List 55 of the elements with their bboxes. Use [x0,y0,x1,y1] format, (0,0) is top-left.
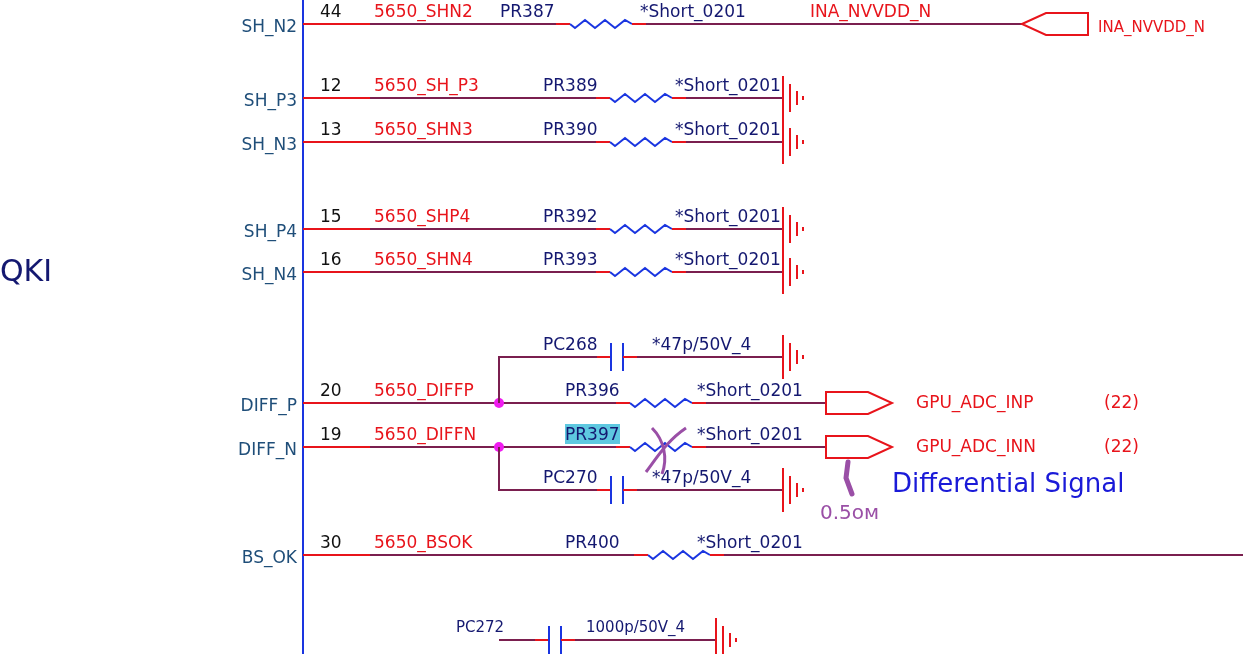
part-value: *47p/50V_4 [652,334,752,354]
handwritten-note: 0.5ом [820,500,880,524]
pin-name: BS_OK [241,547,297,567]
net-name: 5650_SHN2 [374,1,473,21]
net-name: 5650_DIFFN [374,424,477,444]
pin-number: 16 [320,249,342,269]
part-ref: PR390 [543,119,598,139]
net-name: 5650_SH_P3 [374,75,479,95]
part-value: *Short_0201 [697,532,803,552]
part-value: *Short_0201 [697,380,803,400]
part-value: 1000p/50V_4 [586,618,686,637]
pin-name: SH_P4 [243,221,297,241]
pin-number: 44 [320,1,342,21]
page-ref: (22) [1104,436,1139,456]
net-name: 5650_SHN3 [374,119,473,139]
page-ref: (22) [1104,392,1139,412]
pin-name: SH_P3 [243,90,297,110]
part-ref: PR392 [543,206,598,226]
part-value: *Short_0201 [675,206,781,226]
port-name: GPU_ADC_INN [916,436,1036,456]
port-name: GPU_ADC_INP [916,392,1034,412]
pin-name: SH_N4 [241,264,297,284]
part-value: *Short_0201 [675,75,781,95]
part-ref: PC272 [456,618,505,637]
chip-name: QKI [0,254,53,288]
pin-name: SH_N3 [241,134,297,154]
part-value: *Short_0201 [697,424,803,444]
part-ref: PR396 [565,380,620,400]
part-ref: PC270 [543,467,598,487]
part-ref: PC268 [543,334,598,354]
pin-number: 30 [320,532,342,552]
part-ref: PR393 [543,249,598,269]
net-name: 5650_DIFFP [374,380,474,400]
pin-number: 15 [320,206,342,226]
note-text: Differential Signal [892,468,1125,498]
pin-number: 19 [320,424,342,444]
pin-number: 13 [320,119,342,139]
part-ref: PR400 [565,532,620,552]
pin-number: 20 [320,380,342,400]
part-value: *Short_0201 [675,119,781,139]
pin-name: DIFF_P [240,395,297,415]
part-value: *47p/50V_4 [652,467,752,487]
part-value: *Short_0201 [640,1,746,21]
part-ref: PR389 [543,75,598,95]
pin-name: DIFF_N [238,439,297,459]
part-value: *Short_0201 [675,249,781,269]
part-ref: PR397 [565,424,620,444]
pin-number: 12 [320,75,342,95]
port-name: INA_NVVDD_N [1098,18,1205,37]
part-ref: PR387 [500,1,555,21]
net-name: 5650_BSOK [374,532,473,552]
net-name: 5650_SHN4 [374,249,473,269]
net-name: INA_NVVDD_N [810,1,932,21]
pin-name: SH_N2 [241,16,297,36]
net-name: 5650_SHP4 [374,206,471,226]
